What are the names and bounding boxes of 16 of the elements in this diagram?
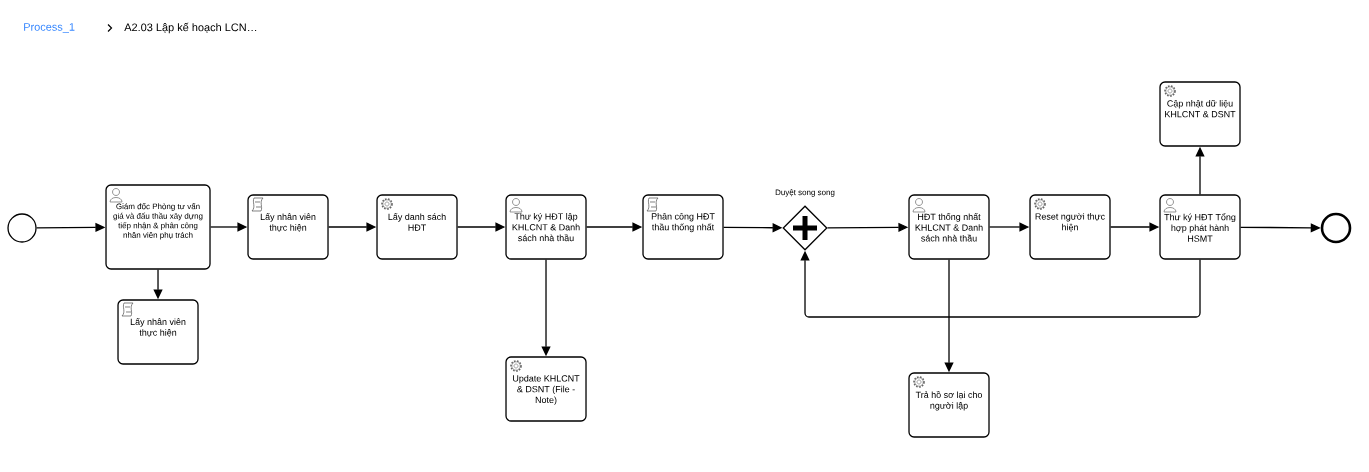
gateway-diamond (782, 205, 828, 251)
task-box: Update KHLCNT & DSNT (File - Note) (505, 356, 587, 422)
task-box: Reset người thực hiện (1029, 194, 1111, 260)
breadcrumb-title: A2.03 Lập kế hoạch LCN… (124, 22, 257, 34)
task-box: Lấy nhân viên thực hiện (247, 194, 329, 260)
task-box: Trả hồ sơ lại cho người lập (908, 372, 990, 438)
task-box: Thư ký HĐT Tổng hợp phát hành HSMT (1159, 194, 1241, 260)
breadcrumb-link: Process_1 (24, 23, 75, 33)
task-box: Lấy nhân viên thực hiện (117, 299, 199, 365)
task-box: HĐT thống nhất KHLCNT & Danh sách nhà thầu (908, 194, 990, 260)
task-box: Phân công HĐT thầu thống nhất (642, 194, 724, 260)
task-box: Thư ký HĐT lập KHLCNT & Danh sách nhà thầu (505, 194, 587, 260)
task-box: Lấy danh sách HĐT (376, 194, 458, 260)
event-circle (7, 213, 37, 243)
task-box: Cập nhật dữ liệu KHLCNT & DSNT (1159, 81, 1241, 147)
event-circle (1320, 212, 1352, 244)
